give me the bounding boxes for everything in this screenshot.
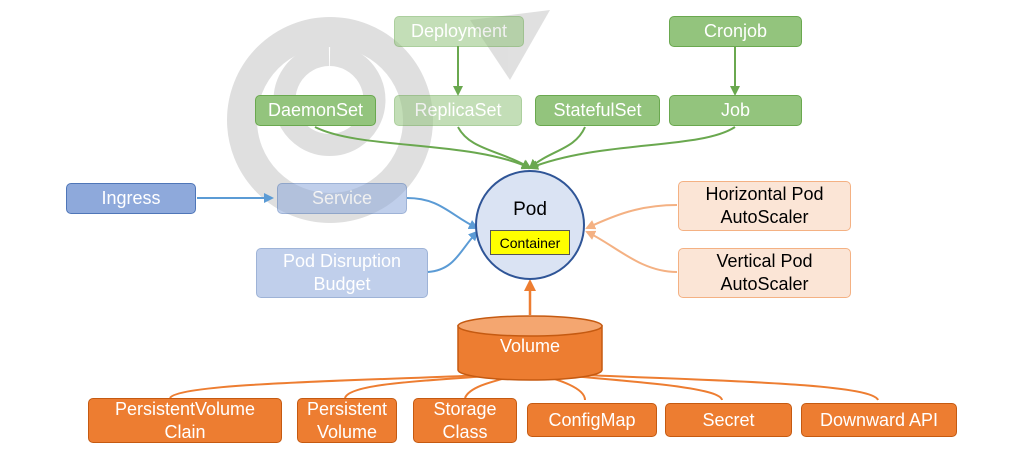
statefulset-node: StatefulSet [535, 95, 660, 126]
pod-disruption-budget-node: Pod Disruption Budget [256, 248, 428, 298]
job-node: Job [669, 95, 802, 126]
pod-circle [475, 170, 585, 280]
replicaset-node: ReplicaSet [394, 95, 522, 126]
deployment-node: Deployment [394, 16, 524, 47]
edge-daemonset-pod [314, 126, 532, 170]
pod-label: Pod [513, 199, 547, 220]
service-node: Service [277, 183, 407, 214]
vertical-pod-autoscaler-node: Vertical Pod AutoScaler [678, 248, 851, 298]
edge-statefulset-pod [528, 126, 586, 170]
horizontal-pod-autoscaler-node: Horizontal Pod AutoScaler [678, 181, 851, 231]
cronjob-node: Cronjob [669, 16, 802, 47]
edge-service-pod [406, 197, 479, 230]
edge-job-pod [528, 126, 736, 170]
configmap-node: ConfigMap [527, 403, 657, 437]
container-box: Container [490, 230, 570, 255]
secret-node: Secret [665, 403, 792, 437]
persistent-volume-node: Persistent Volume [297, 398, 397, 443]
ingress-node: Ingress [66, 183, 196, 214]
edge-hpa-pod [585, 204, 678, 230]
downward-api-node: Downward API [801, 403, 957, 437]
volume-cylinder [457, 315, 603, 381]
edge-replicaset-pod [457, 126, 532, 170]
edge-pdb-pod [427, 230, 479, 273]
storage-class-node: Storage Class [413, 398, 517, 443]
daemonset-node: DaemonSet [255, 95, 376, 126]
volume-label: Volume [499, 336, 561, 356]
edge-vpa-pod [585, 230, 678, 273]
persistent-volume-claim-node: PersistentVolume Clain [88, 398, 282, 443]
